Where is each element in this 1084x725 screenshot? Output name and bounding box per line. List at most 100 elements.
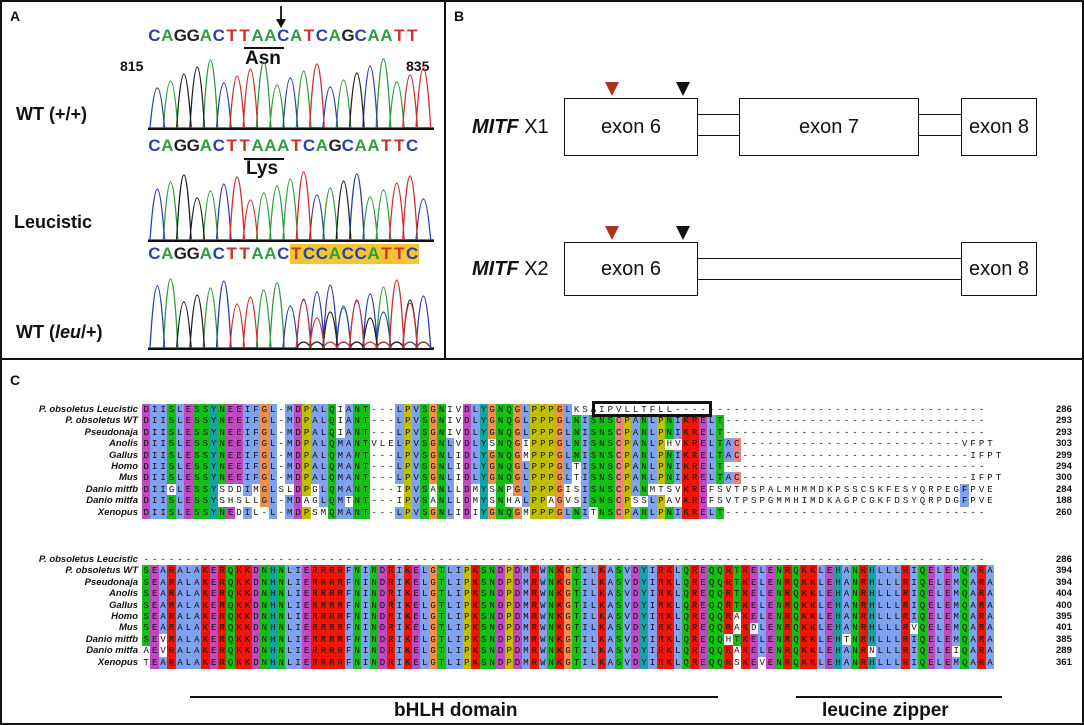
residue: A bbox=[724, 472, 733, 485]
residue: N bbox=[369, 576, 379, 589]
residue: - bbox=[379, 450, 386, 461]
residue: T bbox=[143, 657, 149, 668]
residue: I bbox=[150, 449, 159, 462]
residue: H bbox=[833, 645, 843, 658]
residue: - bbox=[978, 405, 985, 415]
residue: D bbox=[251, 565, 261, 578]
residue: N bbox=[774, 588, 784, 601]
residue: N bbox=[437, 426, 446, 439]
residue: Y bbox=[639, 588, 649, 601]
residue: - bbox=[877, 416, 883, 427]
residue: T bbox=[572, 588, 581, 601]
residue: - bbox=[928, 462, 934, 472]
residue: S bbox=[582, 405, 588, 415]
residue: L bbox=[184, 588, 193, 601]
residue: M bbox=[952, 599, 961, 612]
residue: E bbox=[943, 565, 952, 578]
residue: N bbox=[496, 495, 505, 508]
nucleotide: T bbox=[290, 136, 302, 155]
residue: S bbox=[192, 483, 202, 496]
residue: D bbox=[631, 645, 640, 658]
residue: - bbox=[379, 473, 386, 484]
residue: D bbox=[462, 483, 472, 496]
residue: R bbox=[901, 576, 910, 589]
residue: K bbox=[201, 656, 210, 669]
residue: E bbox=[825, 599, 834, 612]
residue: A bbox=[192, 588, 202, 601]
residue: G bbox=[487, 415, 497, 428]
residue: R bbox=[724, 645, 733, 658]
residue: L bbox=[892, 611, 902, 623]
residue: P bbox=[656, 415, 666, 428]
residue: N bbox=[850, 656, 860, 669]
nucleotide: G bbox=[186, 136, 201, 155]
residue: - bbox=[835, 507, 841, 518]
residue: P bbox=[622, 495, 632, 508]
residue: R bbox=[336, 565, 345, 578]
residue: - bbox=[767, 427, 774, 438]
residue: I bbox=[150, 483, 159, 496]
residue: A bbox=[968, 611, 978, 623]
residue: R bbox=[530, 565, 539, 578]
bhlh-domain-line bbox=[190, 696, 718, 698]
residue: E bbox=[150, 588, 159, 601]
residue: V bbox=[622, 622, 632, 635]
residue: R bbox=[783, 576, 792, 589]
residue: Y bbox=[209, 438, 218, 451]
residue: K bbox=[800, 576, 809, 589]
residue: E bbox=[184, 495, 193, 508]
residue: P bbox=[504, 656, 514, 669]
residue: F bbox=[344, 633, 353, 646]
residue: K bbox=[665, 622, 674, 635]
residue: A bbox=[985, 656, 995, 669]
residue: E bbox=[987, 484, 993, 495]
residue: S bbox=[201, 415, 210, 428]
residue: N bbox=[352, 461, 362, 473]
residue: V bbox=[412, 472, 421, 485]
residue: R bbox=[336, 656, 345, 669]
residue: Q bbox=[919, 484, 926, 495]
residue: - bbox=[759, 450, 765, 461]
nucleotide: C bbox=[315, 244, 329, 264]
residue: - bbox=[793, 427, 799, 438]
residue: - bbox=[801, 405, 808, 415]
residue: G bbox=[428, 599, 438, 612]
residue: E bbox=[926, 565, 936, 578]
residue: - bbox=[379, 555, 386, 565]
residue: Q bbox=[226, 576, 235, 589]
residue: S bbox=[902, 484, 909, 495]
residue: - bbox=[894, 439, 900, 450]
residue: G bbox=[555, 438, 564, 451]
residue: E bbox=[150, 611, 159, 623]
residue: W bbox=[538, 611, 547, 623]
residue: D bbox=[462, 404, 472, 416]
residue: - bbox=[852, 555, 858, 565]
residue: Y bbox=[479, 415, 488, 428]
residue: R bbox=[217, 656, 227, 669]
residue: L bbox=[445, 588, 455, 601]
residue: D bbox=[631, 588, 640, 601]
nucleotide: T bbox=[303, 26, 315, 45]
species-name: Gallus bbox=[108, 449, 138, 461]
residue: L bbox=[455, 496, 462, 507]
residue: E bbox=[209, 588, 218, 601]
residue: Y bbox=[209, 404, 218, 416]
residue: A bbox=[192, 633, 202, 646]
residue: P bbox=[504, 622, 514, 635]
residue: I bbox=[648, 656, 657, 669]
nucleotide: C bbox=[405, 244, 419, 264]
residue: I bbox=[150, 415, 159, 428]
residue: K bbox=[201, 633, 210, 646]
residue: R bbox=[336, 611, 345, 623]
residue: - bbox=[767, 507, 774, 518]
residue: P bbox=[530, 404, 539, 416]
residue: P bbox=[302, 461, 311, 473]
residue: C bbox=[860, 496, 867, 507]
residue: R bbox=[859, 622, 868, 635]
residue: F bbox=[344, 656, 353, 669]
residue: P bbox=[852, 496, 858, 507]
residue: I bbox=[293, 565, 303, 578]
